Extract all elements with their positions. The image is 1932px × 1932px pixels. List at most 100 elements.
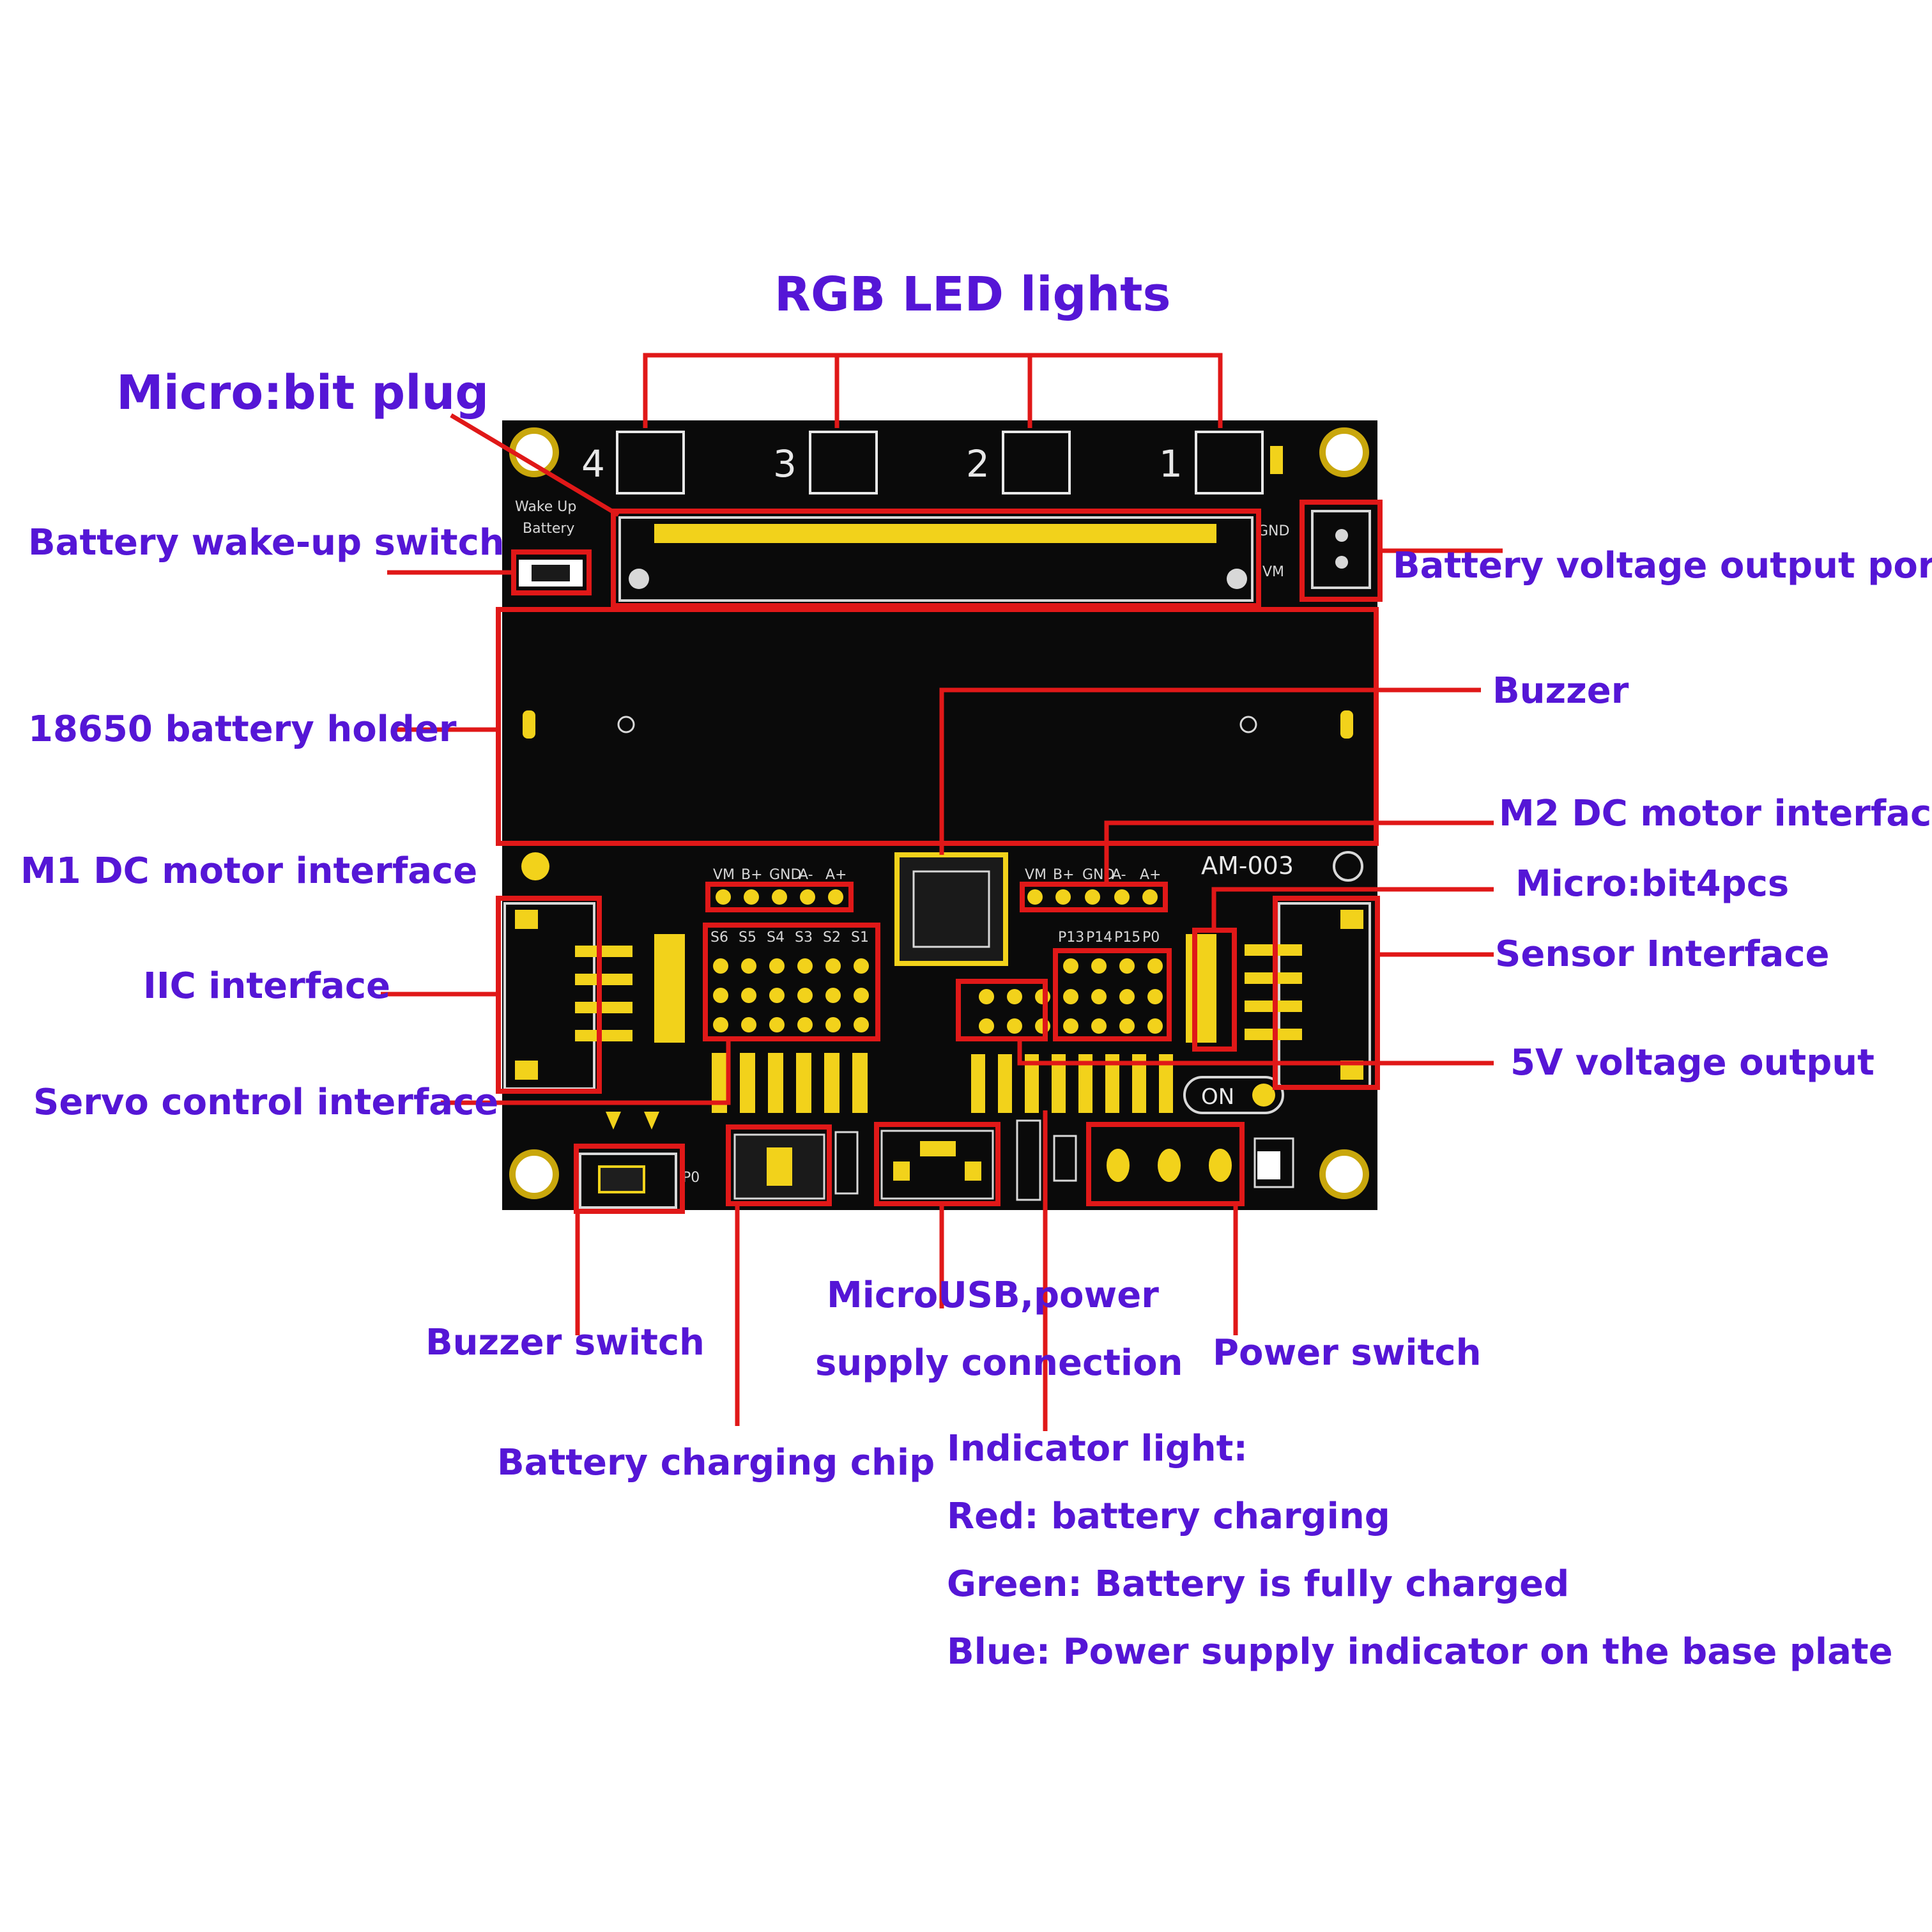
servo-pin-s1: S1 [851, 930, 869, 946]
on-text: ON [1201, 1084, 1234, 1110]
connector-screw-left [629, 569, 649, 589]
connector-screw-right [1227, 569, 1247, 589]
highlight-boxes [496, 500, 1383, 1214]
led-footprint-4 [616, 431, 685, 494]
sensor-pin-p0: P0 [1142, 930, 1160, 946]
m1-motor-header: VM B+ GND A- A+ [713, 867, 847, 905]
lead-microbit-plug [450, 413, 620, 518]
charging-chip-passive [834, 1131, 859, 1195]
label-five-v-output: 5V voltage output [1510, 1042, 1874, 1084]
leader-lines [381, 353, 1503, 1431]
label-sensor-interface: Sensor Interface [1495, 933, 1830, 975]
servo-pin-s3: S3 [795, 930, 813, 946]
iic-connector [503, 902, 685, 1090]
power-switch-aux [1254, 1137, 1294, 1188]
rgb-led-footprints: 4 3 2 1 [581, 431, 1283, 494]
highlight-m2-motor [1020, 882, 1168, 912]
battery-holder-contact-right [1340, 710, 1353, 739]
mounting-hole-bottom-left [509, 1149, 559, 1199]
highlight-microbit-plug [611, 509, 1261, 608]
led-pad [1270, 446, 1283, 474]
lead-buzzer [939, 687, 1481, 855]
silk-p0: P0 [682, 1170, 700, 1186]
connector-pins [654, 524, 1216, 543]
labels: RGB LED lights Micro:bit plug Battery wa… [20, 267, 1932, 1673]
battery-output-pin-2 [1335, 556, 1348, 569]
buzzer-switch-knob [598, 1165, 645, 1193]
highlight-power-switch [1086, 1122, 1245, 1206]
indicator-resistors [1053, 1135, 1077, 1182]
board-model: AM-003 [1201, 852, 1294, 880]
m1-pin-a-minus: A- [799, 867, 813, 883]
indicator-leds [1016, 1119, 1041, 1201]
label-indicator-green: Green: Battery is fully charged [947, 1563, 1569, 1605]
label-indicator-blue: Blue: Power supply indicator on the base… [947, 1631, 1893, 1673]
label-charging-chip: Battery charging chip [497, 1442, 935, 1483]
label-microusb-line2: supply connection [815, 1342, 1183, 1384]
highlight-buzzer-switch [574, 1144, 685, 1214]
servo-pin-s4: S4 [767, 930, 785, 946]
label-buzzer-switch: Buzzer switch [425, 1322, 705, 1363]
lead-five-v [1017, 1039, 1494, 1066]
m1-pin-b: B+ [741, 867, 763, 883]
label-iic: IIC interface [143, 965, 390, 1007]
power-switch-aux-pad [1257, 1151, 1280, 1179]
label-battery-voltage-output: Battery voltage output port [1393, 545, 1932, 586]
lead-servo [441, 1039, 731, 1105]
minus-pad [1333, 851, 1363, 882]
servo-pin-s6: S6 [710, 930, 728, 946]
battery-output-port-body [1311, 510, 1371, 589]
led-number-3: 3 [773, 442, 797, 486]
m2-pin-b: B+ [1053, 867, 1075, 883]
connector-outline [618, 516, 1254, 602]
buzzer-chip [894, 852, 1008, 966]
label-battery-wakeup: Battery wake-up switch [28, 522, 505, 564]
label-power-switch: Power switch [1213, 1332, 1481, 1374]
servo-header: S6 S5 S4 S3 S2 S1 [710, 930, 869, 1113]
m2-pin-vm: VM [1025, 867, 1046, 883]
silk-wake-up: Wake Up [515, 499, 576, 515]
sensor-pin-p13: P13 [1058, 930, 1084, 946]
highlight-microbit-4pcs [956, 979, 1048, 1041]
mounting-hole-top-right [1319, 427, 1369, 477]
highlight-m1-motor [705, 882, 854, 912]
highlight-battery-holder [496, 607, 1379, 846]
label-indicator-title: Indicator light: [947, 1428, 1248, 1469]
led-number-1: 1 [1159, 442, 1183, 486]
lead-microbit-4pcs [1211, 887, 1494, 930]
buzzer-switch-arrow-left [606, 1112, 621, 1130]
led-footprint-2 [1002, 431, 1071, 494]
battery-output-pin-1 [1335, 529, 1348, 542]
label-microbit-4pcs: Micro:bit4pcs [1515, 863, 1789, 905]
highlight-sensor-header [1053, 948, 1172, 1041]
m2-pin-gnd: GND [1082, 867, 1114, 883]
label-m1-motor: M1 DC motor interface [20, 850, 477, 892]
mounting-hole-top-left [509, 427, 559, 477]
buzzer-chip-inner [912, 870, 990, 948]
lead-rgb-led-bracket [643, 353, 1223, 428]
led-number-4: 4 [581, 442, 605, 486]
wake-up-switch-knob [532, 565, 570, 581]
on-indicator-outline [1183, 1076, 1284, 1114]
m2-motor-header: VM B+ GND A- A+ [1025, 867, 1161, 905]
m1-pin-gnd: GND [769, 867, 801, 883]
label-microbit-plug: Micro:bit plug [116, 365, 489, 420]
charging-chip-pad [767, 1147, 792, 1186]
battery-holder-contact-left [523, 710, 535, 739]
label-battery-holder: 18650 battery holder [28, 709, 457, 750]
highlight-charging-chip [726, 1124, 832, 1206]
led-number-2: 2 [966, 442, 990, 486]
label-rgb-led: RGB LED lights [774, 267, 1171, 322]
plus-pad [521, 852, 549, 880]
led-footprint-1 [1195, 431, 1264, 494]
m2-pin-a-plus: A+ [1140, 867, 1161, 883]
label-servo-control: Servo control interface [33, 1082, 498, 1123]
highlight-servo-header [703, 923, 880, 1041]
buzzer-switch-arrow-right [644, 1112, 659, 1130]
m1-pin-vm: VM [713, 867, 735, 883]
pcb-board: 4 3 2 1 Wake Up Battery GND VM [502, 420, 1377, 1210]
sensor-pin-p14: P14 [1086, 930, 1112, 946]
silk-battery: Battery [523, 521, 574, 537]
label-buzzer: Buzzer [1492, 670, 1629, 712]
